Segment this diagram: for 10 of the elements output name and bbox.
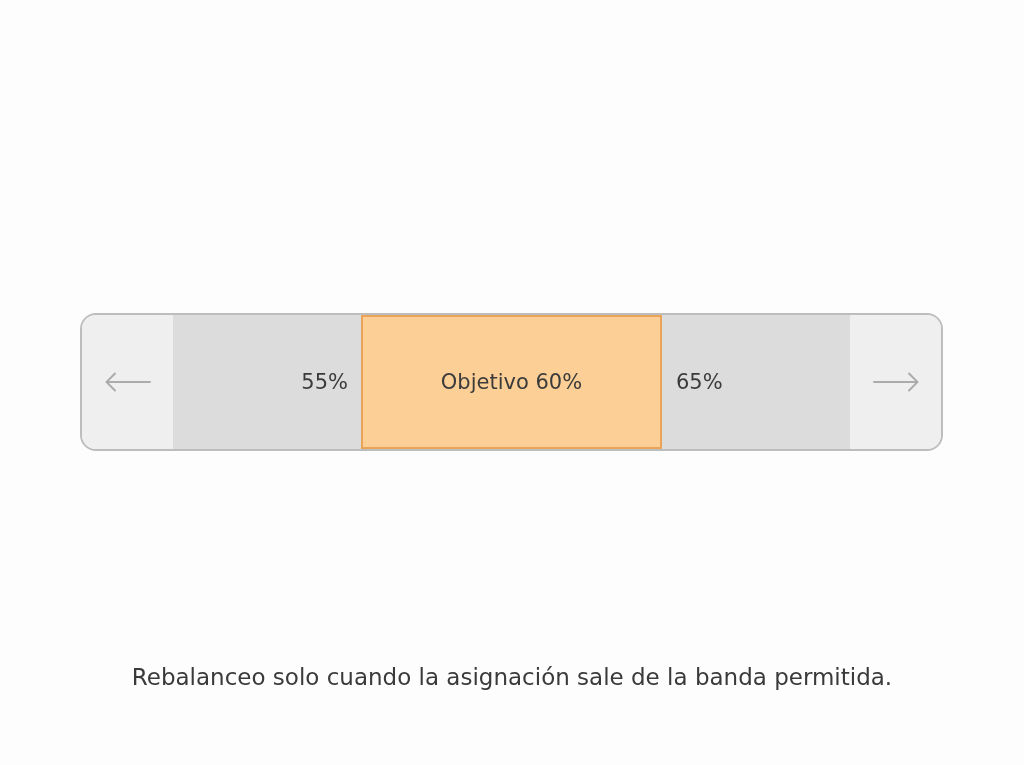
target-label: Objetivo 60% <box>440 370 583 394</box>
target-band <box>361 315 662 449</box>
end-zone <box>850 315 941 449</box>
caption-text: Rebalanceo solo cuando la asignación sale de la banda permitida. <box>131 664 893 690</box>
tolerance-band <box>662 315 850 449</box>
end-zone <box>82 315 173 449</box>
band-label: 65% <box>676 370 723 394</box>
tolerance-band <box>173 315 361 449</box>
band-label: 55% <box>301 370 348 394</box>
range-track <box>80 313 943 451</box>
